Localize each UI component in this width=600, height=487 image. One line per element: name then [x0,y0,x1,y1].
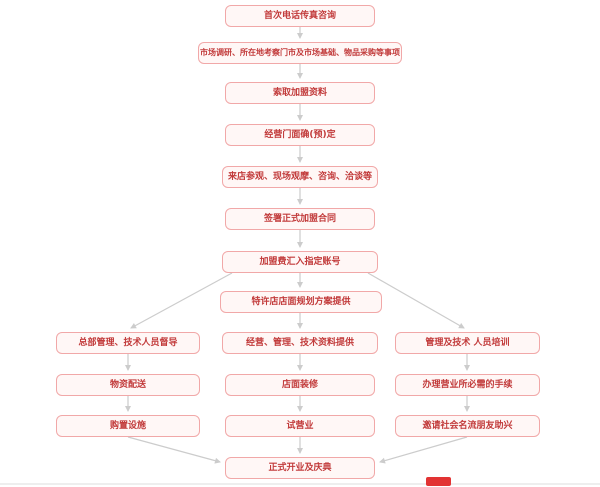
flow-node-pay-fee: 加盟费汇入指定账号 [222,251,378,273]
flow-node-sign-contract: 签署正式加盟合同 [225,208,375,230]
flow-node-store-plan: 特许店店面规划方案提供 [220,291,382,313]
flow-node-request-materials: 索取加盟资料 [225,82,375,104]
flow-node-hq-supervision: 总部管理、技术人员督导 [56,332,200,354]
flow-node-grand-opening: 正式开业及庆典 [225,457,375,479]
flow-node-trial-operation: 试营业 [225,415,375,437]
flow-node-purchase-facilities: 购置设施 [56,415,200,437]
flow-node-goods-distribution: 物资配送 [56,374,200,396]
flow-node-first-inquiry: 首次电话传真咨询 [225,5,375,27]
flow-node-storefront-booking: 经营门面确(预)定 [225,124,375,146]
connector [379,436,468,464]
flow-node-materials-provided: 经营、管理、技术资料提供 [222,332,378,354]
connector [367,272,465,329]
flow-node-market-research: 市场调研、所在地考察门市及市场基础、物品采购等事项 [198,42,402,64]
flow-node-invite-celebrities: 邀请社会名流朋友助兴 [395,415,540,437]
flow-node-staff-training: 管理及技术 人员培训 [395,332,540,354]
connector [130,272,233,329]
connector [127,436,221,464]
flow-node-store-decoration: 店面装修 [225,374,375,396]
flow-node-business-licenses: 办理营业所必需的手续 [395,374,540,396]
bottom-divider [0,483,600,485]
watermark-badge [426,477,451,486]
flow-node-visit-consult: 来店参观、现场观摩、咨询、洽谈等 [222,166,378,188]
